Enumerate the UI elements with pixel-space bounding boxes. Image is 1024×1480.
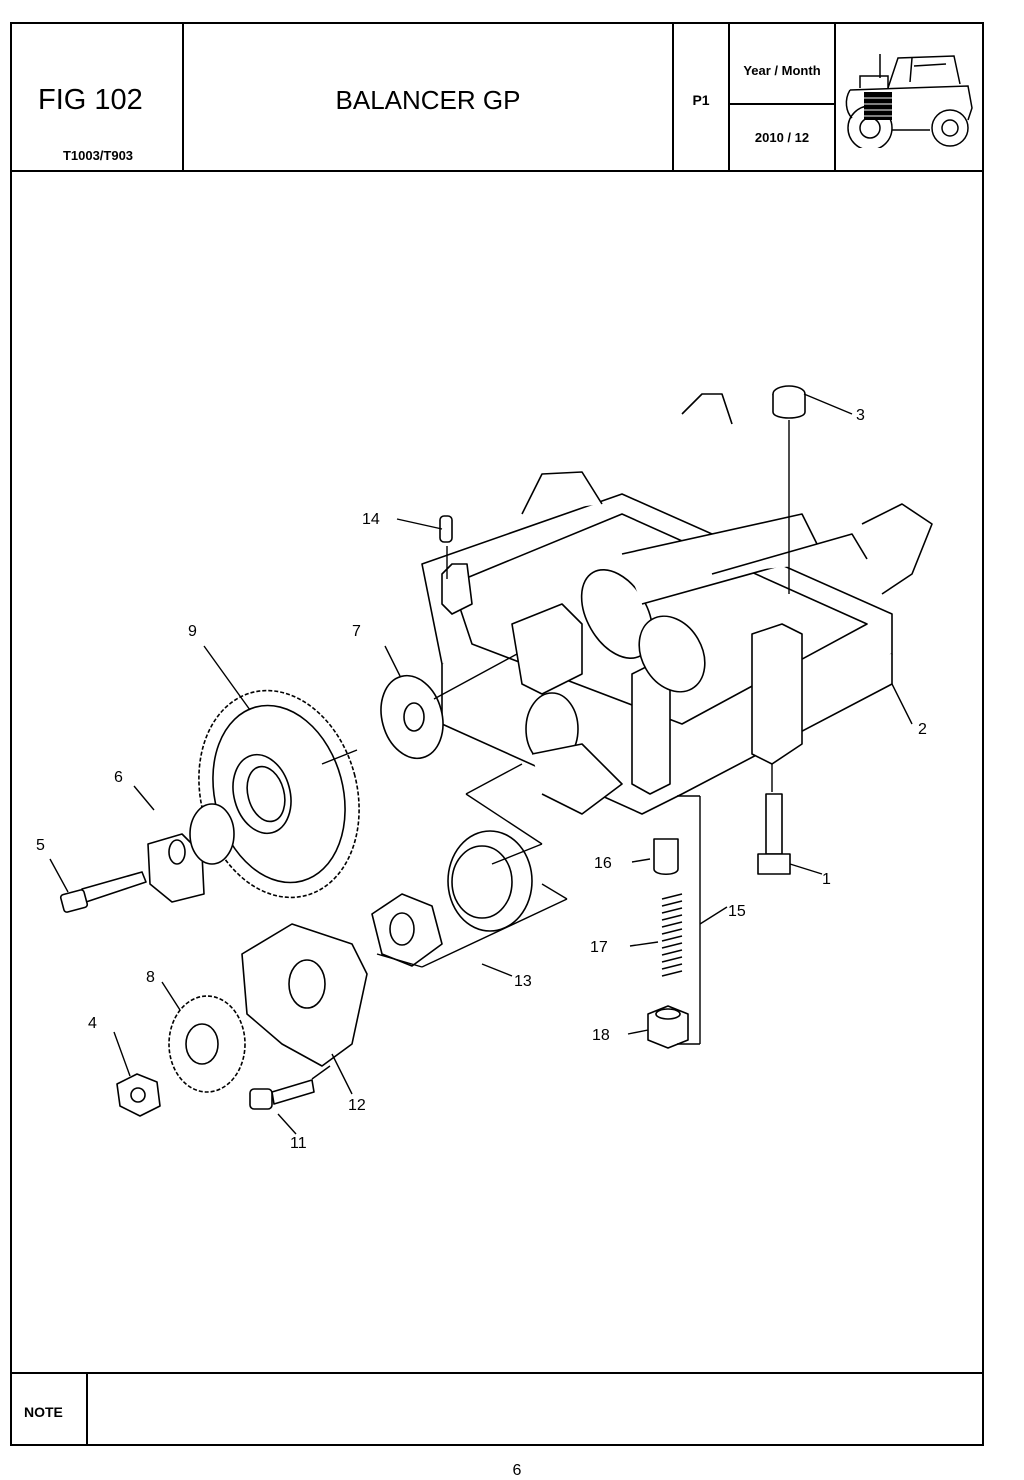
page-number: 6 xyxy=(512,1462,522,1479)
tractor-cell xyxy=(836,24,982,170)
callout-17: 17 xyxy=(590,939,608,956)
page-code: P1 xyxy=(692,92,710,108)
callout-8: 8 xyxy=(146,969,155,986)
callout-1: 1 xyxy=(822,871,831,888)
note-label: NOTE xyxy=(24,1404,63,1420)
year-month-label: Year / Month xyxy=(743,63,821,78)
note-row: NOTE xyxy=(12,1372,982,1446)
callout-11: 11 xyxy=(290,1135,307,1152)
model-code: T1003/T903 xyxy=(62,148,134,163)
figure-number: FIG 102 xyxy=(38,84,143,116)
callout-13: 13 xyxy=(514,973,532,990)
callout-5: 5 xyxy=(36,837,45,854)
callout-3: 3 xyxy=(856,407,865,424)
callout-16: 16 xyxy=(594,855,612,872)
page-title: BALANCER GP xyxy=(335,85,521,115)
callout-14: 14 xyxy=(362,511,380,528)
tractor-icon xyxy=(845,54,973,148)
callout-9: 9 xyxy=(188,623,197,640)
callout-15: 15 xyxy=(728,903,746,920)
callout-4: 4 xyxy=(88,1015,97,1032)
note-label-cell: NOTE xyxy=(12,1374,88,1446)
exploded-parts-diagram: 3 14 7 9 2 6 5 16 1 15 17 13 8 4 18 12 1… xyxy=(36,385,933,1152)
callout-12: 12 xyxy=(348,1097,366,1114)
title-cell: BALANCER GP xyxy=(184,24,674,170)
callout-6: 6 xyxy=(114,769,123,786)
callout-2: 2 xyxy=(918,721,927,738)
callout-18: 18 xyxy=(592,1027,610,1044)
callout-7: 7 xyxy=(352,623,361,640)
page-code-cell: P1 xyxy=(674,24,730,170)
year-month-value: 2010 / 12 xyxy=(754,130,810,145)
year-month-cell: Year / Month 2010 / 12 xyxy=(730,24,836,170)
title-block: FIG 102 T1003/T903 BALANCER GP P1 Year /… xyxy=(12,24,982,172)
page-frame: FIG 102 T1003/T903 BALANCER GP P1 Year /… xyxy=(10,22,984,1446)
fig-cell: FIG 102 T1003/T903 xyxy=(12,24,184,170)
